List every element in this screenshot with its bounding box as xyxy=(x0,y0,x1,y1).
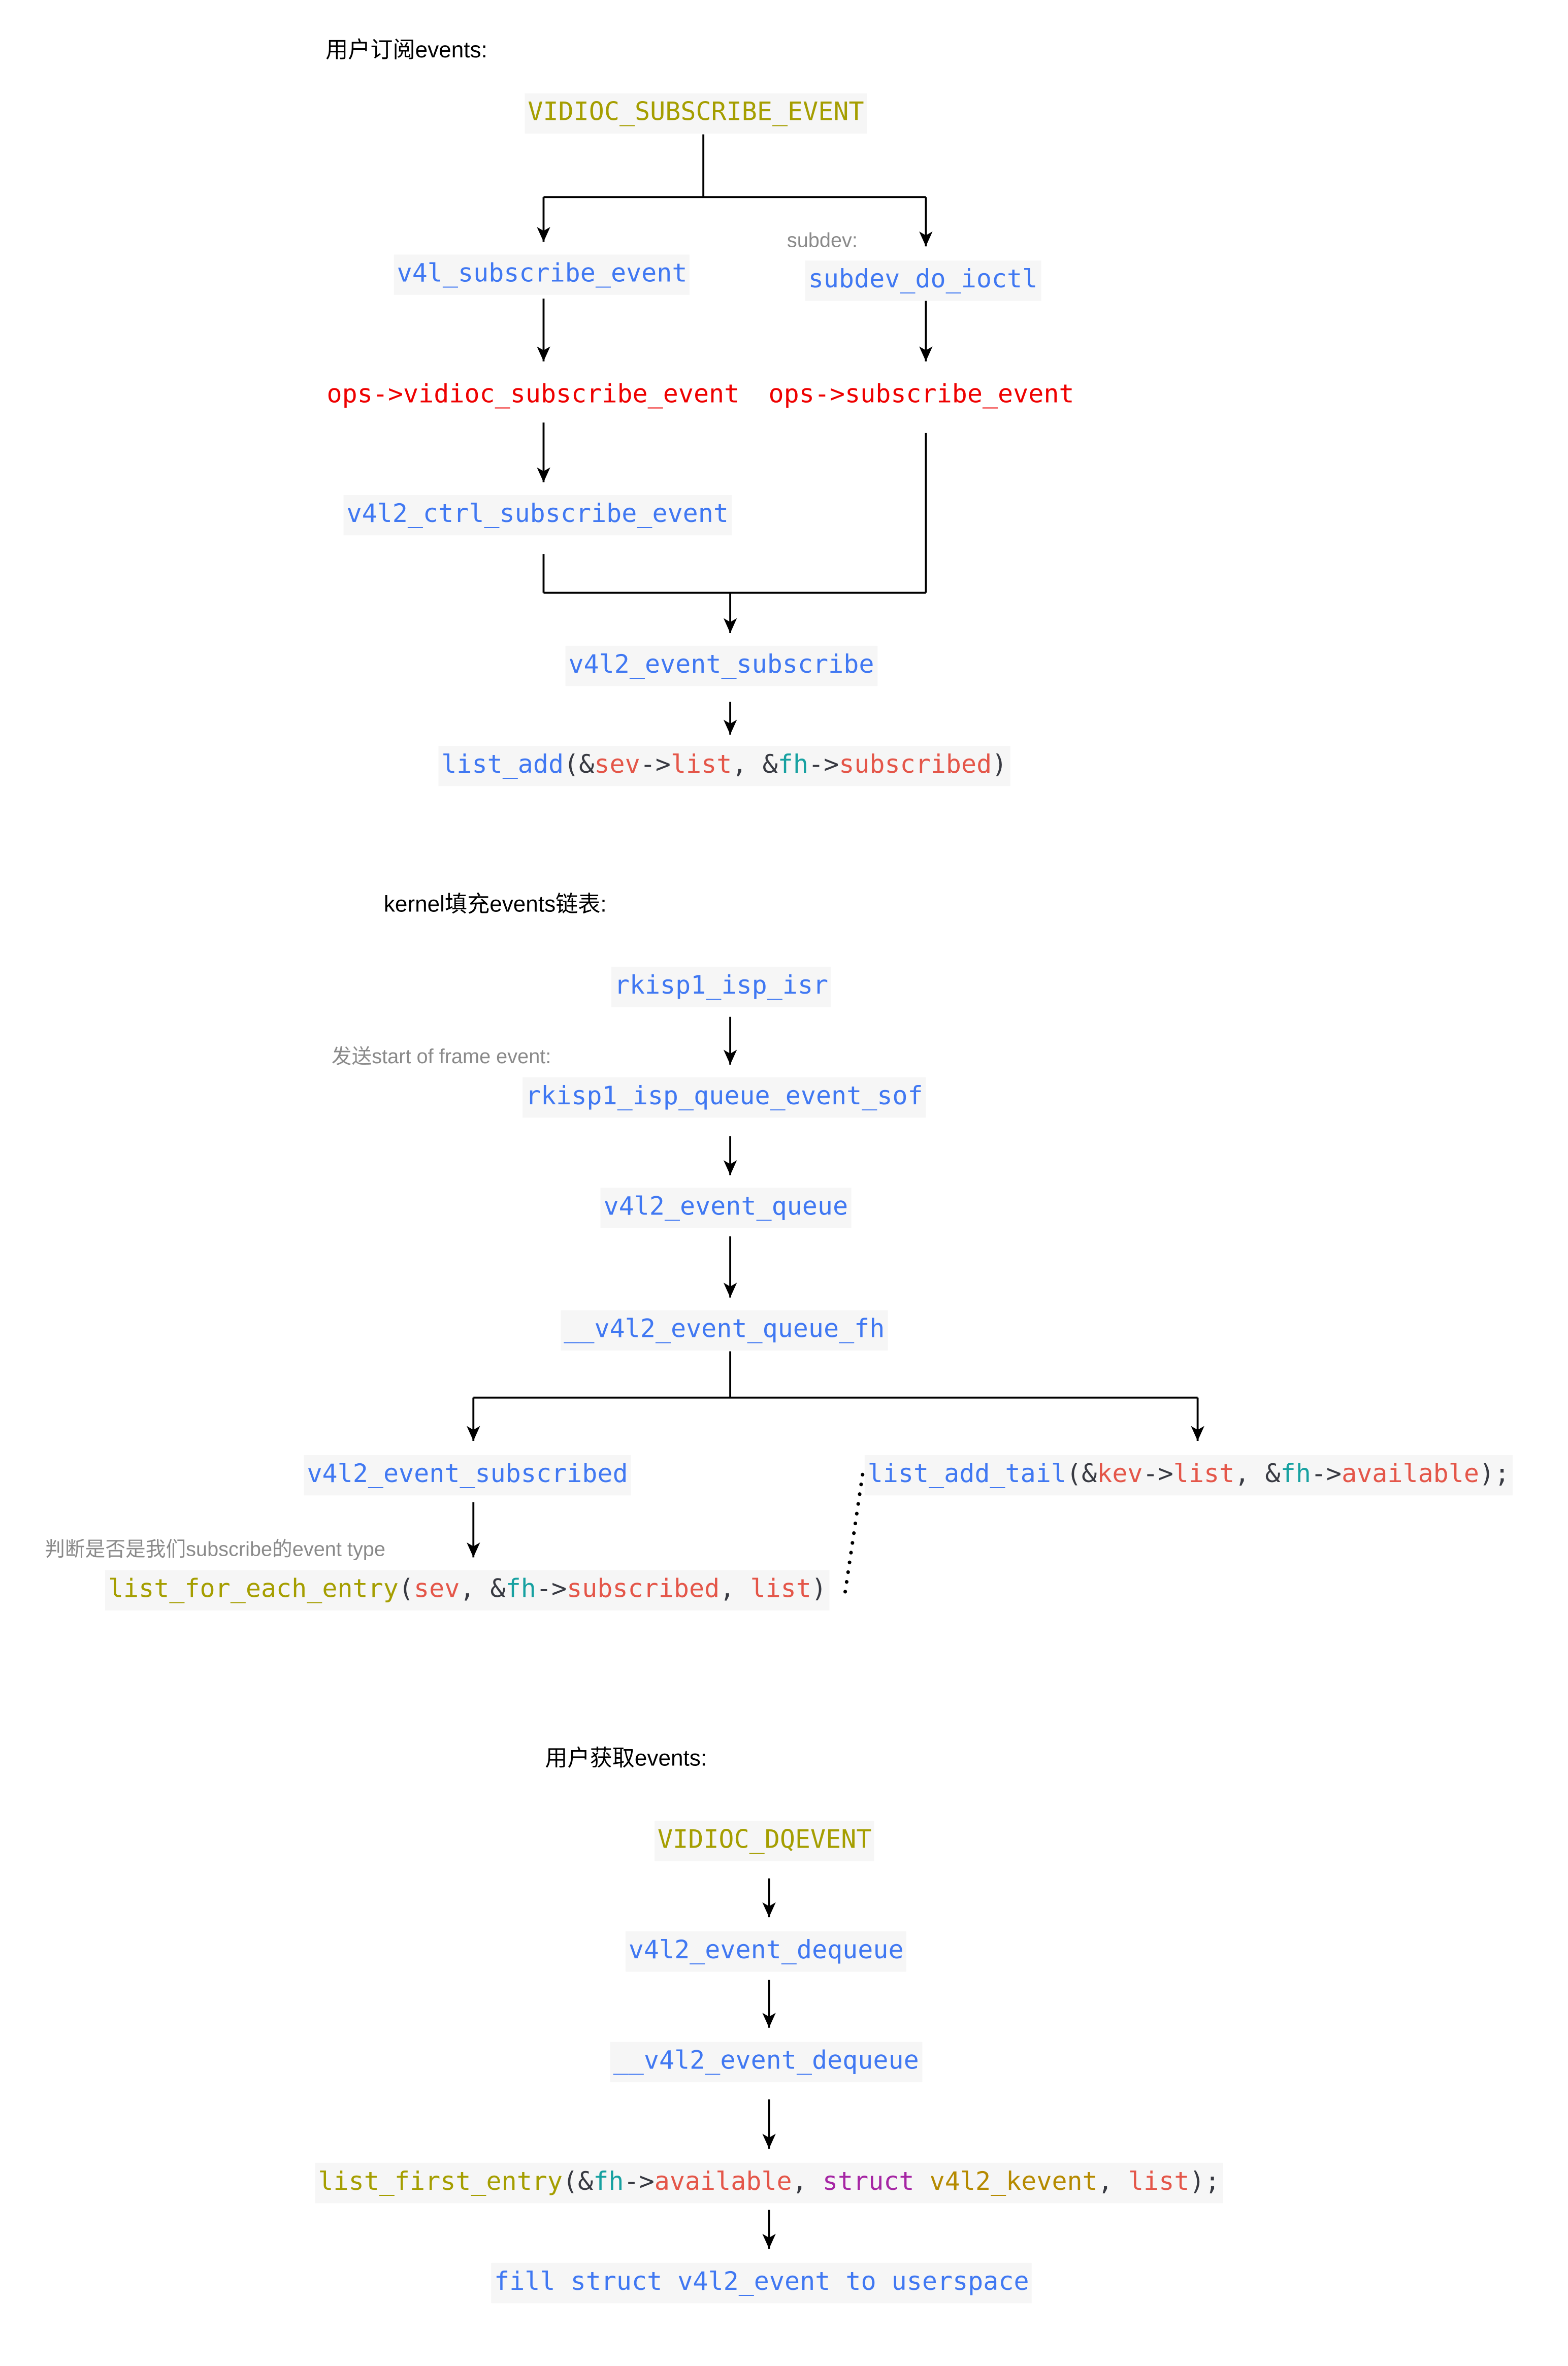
code-token: list xyxy=(1173,1459,1235,1490)
code-token: , & xyxy=(732,750,778,780)
node-v4l-subscribe-event: v4l_subscribe_event xyxy=(394,254,691,295)
code-token: , & xyxy=(1234,1459,1281,1490)
node-v4l2-event-queue: v4l2_event_queue xyxy=(600,1188,851,1228)
code-token: -> xyxy=(808,750,839,780)
code-token: , xyxy=(1097,2167,1129,2197)
code-token: v4l2_event_subscribed xyxy=(307,1459,628,1490)
code-token: , xyxy=(720,1574,750,1604)
node-list-first-entry: list_first_entry(&fh->available, struct … xyxy=(315,2162,1223,2204)
node-ops-vidioc-subscribe-event: ops->vidioc_subscribe_event xyxy=(324,376,742,416)
code-token: subscribed xyxy=(839,750,992,780)
code-token: ) xyxy=(992,750,1007,780)
code-token: rkisp1_isp_isr xyxy=(614,971,829,1001)
code-token: fh xyxy=(505,1574,536,1604)
code-token: subdev_do_ioctl xyxy=(808,265,1038,295)
code-token: list_first_entry xyxy=(318,2167,563,2197)
code-token: -> xyxy=(1311,1459,1342,1490)
code-token: __v4l2_event_queue_fh xyxy=(564,1315,885,1345)
node-rkisp1-isp-isr: rkisp1_isp_isr xyxy=(611,967,832,1007)
node-subdev-do-ioctl: subdev_do_ioctl xyxy=(805,260,1041,301)
code-token: v4l_subscribe_event xyxy=(397,259,688,289)
code-token: v4l2_ctrl_subscribe_event xyxy=(346,499,729,530)
note-subdev: subdev: xyxy=(787,229,858,252)
code-token: subscribed xyxy=(567,1574,720,1604)
code-token: ops->vidioc_subscribe_event xyxy=(326,380,740,410)
code-token: list_add xyxy=(441,750,564,780)
code-token: fill struct v4l2_event to userspace xyxy=(494,2267,1029,2297)
code-token: list xyxy=(1128,2167,1190,2197)
section-heading-dequeue: 用户获取events: xyxy=(545,1746,707,1772)
dotted-connector xyxy=(843,1469,865,1594)
node-v4l2-event-dequeue-internal: __v4l2_event_dequeue xyxy=(610,2042,922,2083)
code-token: __v4l2_event_dequeue xyxy=(613,2046,919,2077)
code-token: v4l2_event_subscribe xyxy=(568,650,874,680)
note-start-of-frame: 发送start of frame event: xyxy=(331,1045,551,1068)
code-token: list xyxy=(670,750,732,780)
section-heading-kernel-queue: kernel填充events链表: xyxy=(383,892,607,918)
code-token: sev xyxy=(414,1574,460,1604)
code-token: -> xyxy=(536,1574,567,1604)
code-token: , & xyxy=(460,1574,506,1604)
code-token: ( xyxy=(398,1574,414,1604)
code-token: VIDIOC_SUBSCRIBE_EVENT xyxy=(528,97,864,128)
node-vidioc-subscribe-event: VIDIOC_SUBSCRIBE_EVENT xyxy=(525,93,867,134)
code-token: list_for_each_entry xyxy=(108,1574,399,1604)
node-list-add: list_add(&sev->list, &fh->subscribed) xyxy=(438,745,1010,786)
node-list-for-each-entry: list_for_each_entry(sev, &fh->subscribed… xyxy=(105,1570,830,1611)
node-v4l2-ctrl-subscribe-event: v4l2_ctrl_subscribe_event xyxy=(343,495,732,536)
code-token: -> xyxy=(640,750,671,780)
code-token: available xyxy=(654,2167,792,2197)
code-token: v4l2_event_dequeue xyxy=(628,1935,904,1966)
code-token: kev xyxy=(1097,1459,1143,1490)
code-token: ) xyxy=(811,1574,827,1604)
code-token: list xyxy=(750,1574,811,1604)
node-rkisp1-isp-queue-event-sof: rkisp1_isp_queue_event_sof xyxy=(522,1077,926,1118)
code-token: ); xyxy=(1479,1459,1510,1490)
code-token: -> xyxy=(1142,1459,1173,1490)
code-token: ); xyxy=(1189,2167,1220,2197)
code-token: -> xyxy=(624,2167,655,2197)
node-v4l2-event-queue-fh: __v4l2_event_queue_fh xyxy=(561,1310,888,1351)
node-ops-subscribe-event: ops->subscribe_event xyxy=(766,376,1077,416)
code-token: list_add_tail xyxy=(867,1459,1066,1490)
code-token: , xyxy=(792,2167,823,2197)
section-heading-subscribe: 用户订阅events: xyxy=(325,38,487,63)
note-event-type-check: 判断是否是我们subscribe的event type xyxy=(45,1538,385,1561)
code-token: rkisp1_isp_queue_event_sof xyxy=(526,1081,923,1112)
code-token: fh xyxy=(777,750,808,780)
code-token: fh xyxy=(593,2167,624,2197)
node-list-add-tail: list_add_tail(&kev->list, &fh->available… xyxy=(864,1455,1513,1496)
code-token: (& xyxy=(563,2167,594,2197)
code-token: available xyxy=(1342,1459,1480,1490)
code-token: fh xyxy=(1280,1459,1311,1490)
node-fill-userspace: fill struct v4l2_event to userspace xyxy=(491,2262,1032,2304)
code-token: v4l2_kevent xyxy=(929,2167,1098,2197)
code-token: (& xyxy=(564,750,595,780)
code-token: sev xyxy=(594,750,640,780)
node-v4l2-event-subscribe: v4l2_event_subscribe xyxy=(565,645,877,686)
code-token: VIDIOC_DQEVENT xyxy=(658,1825,872,1856)
node-vidioc-dqevent: VIDIOC_DQEVENT xyxy=(655,1821,875,1861)
code-token: (& xyxy=(1066,1459,1097,1490)
node-v4l2-event-subscribed: v4l2_event_subscribed xyxy=(304,1455,631,1496)
code-token: ops->subscribe_event xyxy=(768,380,1074,410)
node-v4l2-event-dequeue: v4l2_event_dequeue xyxy=(625,1931,907,1972)
code-token: struct xyxy=(822,2167,930,2197)
code-token: v4l2_event_queue xyxy=(603,1192,848,1223)
